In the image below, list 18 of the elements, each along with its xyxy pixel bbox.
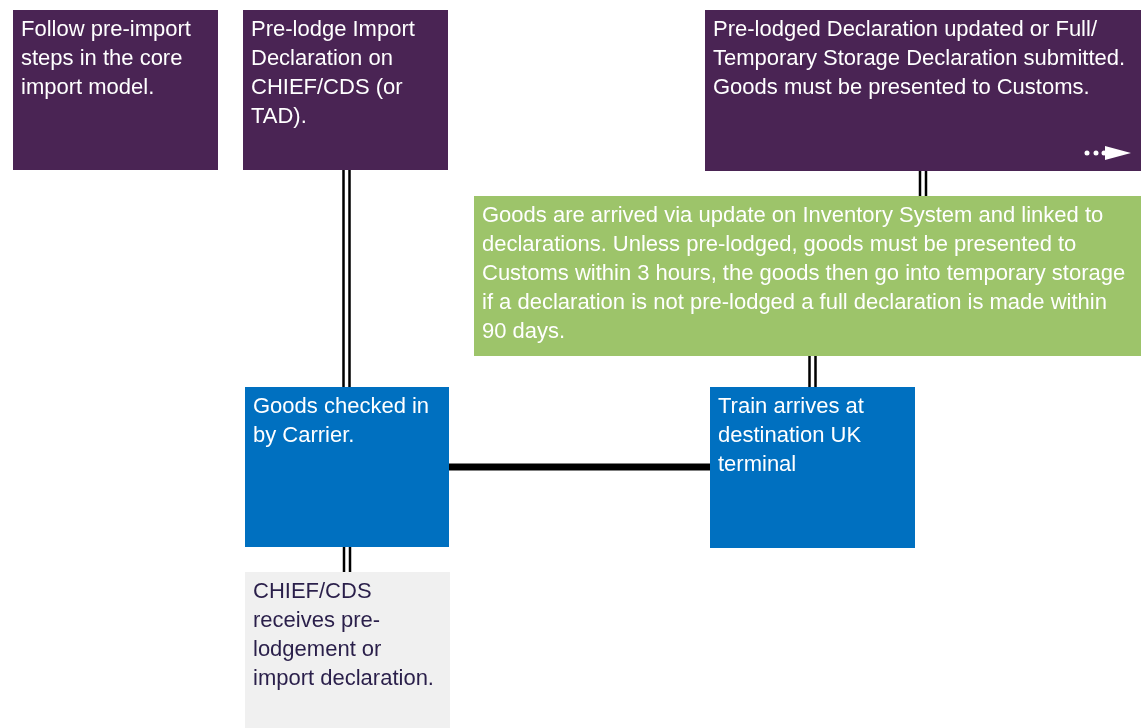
connector-line: [342, 168, 351, 389]
connector-line: [449, 463, 710, 471]
box-text: Goods are arrived via update on Inventory System and linked to declarations. Unless pre-lodged, goods must be presented to Customs within 3 hours, the goods then go into temporary storage if a declaration is not pre-lodged a full declaration is made within 90 days.: [482, 201, 1127, 345]
box-text: CHIEF/CDS receives pre-lodgement or import declaration.: [253, 577, 435, 692]
connector-line: [918, 169, 928, 198]
process-box: [245, 387, 449, 547]
process-box: [13, 10, 218, 170]
process-box: [705, 10, 1141, 171]
box-text: Train arrives at destination UK terminal: [718, 392, 865, 478]
box-text: Pre-lodged Declaration updated or Full/ Temporary Storage Declaration submitted. Goods must be presented to Customs.: [713, 15, 1127, 101]
box-text: Pre-lodge Import Declaration on CHIEF/CDS (or TAD).: [251, 15, 416, 130]
box-text: Goods checked in by Carrier.: [253, 392, 431, 449]
connector-line: [342, 545, 352, 574]
box-text: Follow pre-import steps in the core import model.: [21, 15, 192, 101]
process-box: [243, 10, 448, 170]
system-box: [245, 572, 450, 728]
process-box: [710, 387, 915, 548]
connector-line: [808, 354, 817, 389]
